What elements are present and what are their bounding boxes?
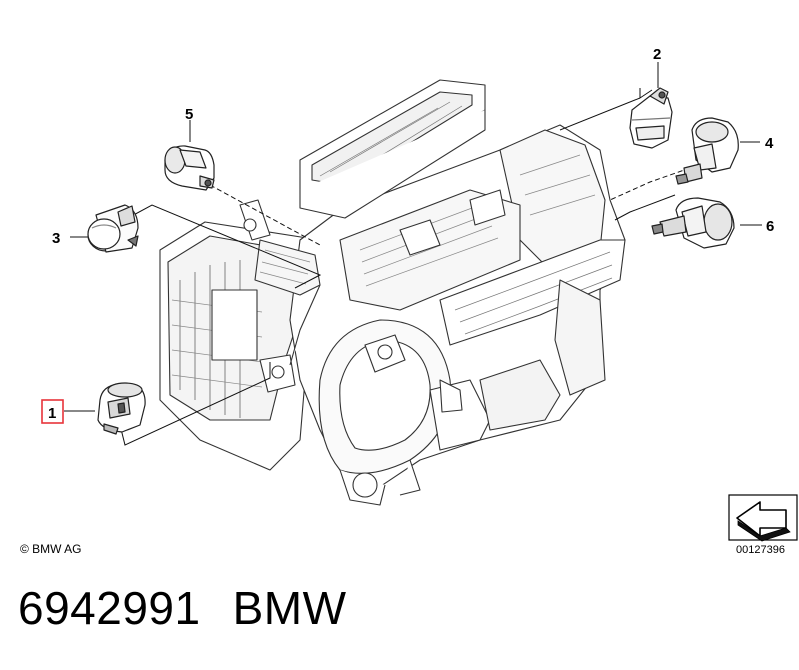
callout-6: 6 [766,218,774,235]
parts-diagram: 5 3 2 4 6 1 © BMW AG 00127396 [20,46,798,556]
callout-5: 5 [185,106,193,123]
actuator-part-5[interactable] [164,145,215,191]
callout-labels: 5 3 2 4 6 1 [41,46,774,424]
callout-1-highlight [41,399,64,424]
reference-number: 00127396 [736,544,785,556]
hvac-housing [159,79,626,506]
callout-3: 3 [52,230,60,247]
actuator-part-3[interactable] [87,204,139,253]
actuator-part-1[interactable] [97,382,146,435]
actuator-part-6[interactable] [651,197,735,249]
callout-1[interactable]: 1 [48,405,56,422]
orientation-arrow-icon [728,494,798,542]
copyright-notice: © BMW AG [20,542,82,556]
part-number: 6942991 [18,582,201,634]
callout-4: 4 [765,135,774,152]
part-number-line: 6942991 BMW [18,580,347,636]
leader-lines [64,62,762,446]
actuator-part-4[interactable] [675,117,739,185]
brand-name: BMW [232,582,347,634]
callout-2: 2 [653,46,661,63]
actuator-part-2[interactable] [629,87,673,149]
